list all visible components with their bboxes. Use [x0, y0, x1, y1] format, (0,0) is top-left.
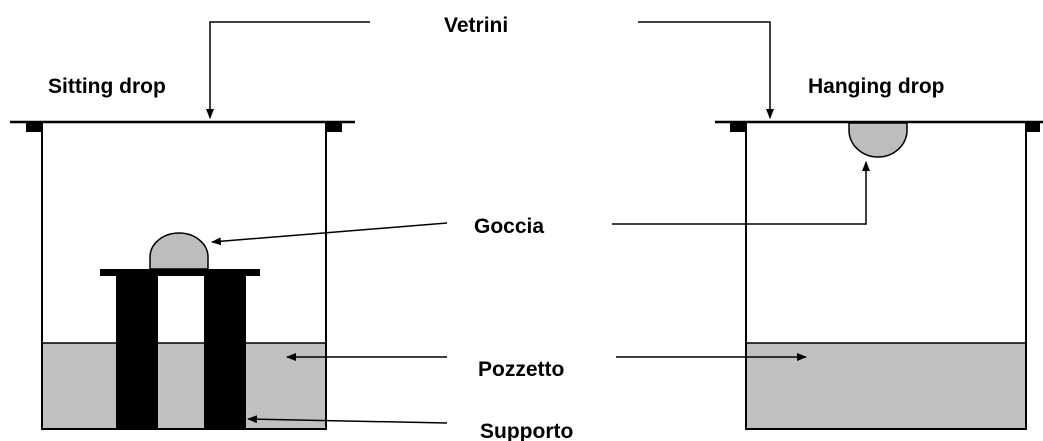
support-pillar-left: [116, 276, 158, 429]
sitting-reservoir: [42, 343, 326, 429]
label-pozzetto: Pozzetto: [478, 358, 564, 381]
hanging-drop-well: [715, 120, 1043, 430]
hanging-well-walls: [745, 123, 1027, 430]
support-pillar-right: [204, 276, 246, 429]
vetrini-arrow-left: [206, 21, 370, 119]
vetrini-arrow-right: [638, 21, 774, 119]
hanging-seal-right: [1026, 122, 1040, 132]
label-vetrini: Vetrini: [444, 14, 508, 37]
label-goccia: Goccia: [474, 215, 544, 238]
sitting-seal-left: [26, 122, 42, 132]
goccia-arrow-right: [612, 161, 870, 225]
label-hanging-drop: Hanging drop: [808, 75, 944, 98]
sitting-drop-well: [10, 120, 355, 430]
hanging-reservoir: [746, 343, 1026, 429]
hanging-drop: [848, 122, 908, 158]
hanging-seal-left: [730, 122, 746, 132]
supporto-arrow: [247, 415, 448, 424]
label-supporto: Supporto: [480, 420, 573, 441]
sitting-well-walls: [41, 123, 327, 430]
sitting-drop: [149, 232, 209, 270]
label-sitting-drop: Sitting drop: [48, 75, 166, 98]
sitting-seal-right: [326, 122, 342, 132]
goccia-arrow-left: [211, 222, 448, 246]
support-platform: [100, 269, 260, 276]
